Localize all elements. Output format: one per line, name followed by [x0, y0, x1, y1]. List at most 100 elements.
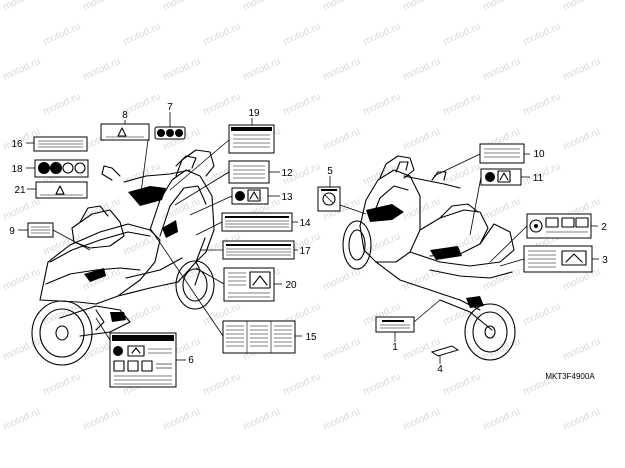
rear-rim-right: [472, 311, 508, 353]
watermark-text: motod.ru: [282, 371, 322, 398]
watermark-text: motod.ru: [242, 56, 282, 83]
watermark-text: motod.ru: [42, 371, 82, 398]
watermark-text: motod.ru: [202, 91, 242, 118]
leg-shield: [159, 185, 207, 237]
label-16: [33, 136, 88, 152]
watermark-text: motod.ru: [442, 91, 482, 118]
callout-13: 13: [281, 192, 293, 203]
watermark-text: motod.ru: [242, 0, 282, 13]
watermark-text: motod.ru: [402, 56, 442, 83]
callout-3: 3: [602, 255, 608, 266]
callout-14: 14: [299, 218, 311, 229]
label-6: [109, 332, 177, 388]
label-1: [375, 316, 415, 333]
watermark-text: motod.ru: [2, 266, 42, 293]
watermark-text: motod.ru: [242, 406, 282, 433]
watermark-text: motod.ru: [442, 161, 482, 188]
label-3: [523, 245, 593, 273]
watermark-text: motod.ru: [322, 126, 362, 153]
watermark-text: motod.ru: [322, 266, 362, 293]
watermark-text: motod.ru: [362, 21, 402, 48]
scooter-left-view: [31, 149, 215, 366]
side-cover-line-2: [45, 267, 141, 285]
callout-9: 9: [9, 226, 15, 237]
watermark-text: motod.ru: [442, 21, 482, 48]
watermark-text: motod.ru: [562, 336, 602, 363]
callout-8: 8: [122, 110, 128, 121]
callout-20: 20: [285, 280, 297, 291]
side-cover-line: [49, 231, 151, 263]
callout-18: 18: [11, 164, 23, 175]
watermark-text: motod.ru: [2, 0, 42, 13]
body-shade: [162, 220, 178, 238]
label-15: [222, 320, 296, 354]
watermark-text: motod.ru: [82, 406, 122, 433]
watermark-text: motod.ru: [162, 196, 202, 223]
watermark-text: motod.ru: [162, 266, 202, 293]
watermark-text: motod.ru: [402, 0, 442, 13]
watermark-text: motod.ru: [402, 336, 442, 363]
engine-shade: [110, 312, 126, 322]
callout-15: 15: [305, 332, 317, 343]
watermark-text: motod.ru: [482, 0, 522, 13]
watermark-text: motod.ru: [562, 0, 602, 13]
floor-line: [125, 257, 183, 279]
watermark-text: motod.ru: [522, 21, 562, 48]
dashboard-shade: [128, 186, 166, 206]
callout-17: 17: [299, 246, 311, 257]
watermark-text: motod.ru: [522, 91, 562, 118]
engine-detail: [95, 309, 105, 331]
watermark-text: motod.ru: [2, 196, 42, 223]
dash-shade-right: [366, 204, 404, 222]
rear-hub: [55, 325, 69, 341]
watermark-text: motod.ru: [522, 301, 562, 328]
windscreen-right: [379, 155, 415, 179]
watermark-text: motod.ru: [282, 91, 322, 118]
front-wheel-right: [342, 220, 372, 270]
watermark-text: motod.ru: [362, 371, 402, 398]
callout-12: 12: [281, 168, 293, 179]
watermark-text: motod.ru: [2, 56, 42, 83]
callout-1: 1: [392, 342, 398, 353]
callout-11: 11: [533, 173, 544, 184]
rear-body: [39, 223, 161, 305]
label-17: [222, 240, 295, 260]
callout-16: 16: [11, 139, 23, 150]
front-rim: [182, 268, 208, 302]
watermark-text: motod.ru: [2, 406, 42, 433]
front-rim-right: [348, 229, 366, 261]
windscreen: [175, 149, 215, 177]
label-9: [27, 222, 54, 238]
watermark-text: motod.ru: [122, 21, 162, 48]
watermark-text: motod.ru: [402, 196, 442, 223]
scooter-right-view: [342, 155, 516, 361]
watermark-text: motod.ru: [202, 21, 242, 48]
floorboard: [117, 237, 206, 297]
callout-2: 2: [601, 222, 607, 233]
leader-lines: [18, 112, 599, 364]
floorboard-right: [375, 261, 481, 311]
engine-shade-right: [466, 296, 484, 308]
watermark-text: motod.ru: [402, 126, 442, 153]
front-body-right: [359, 169, 421, 263]
label-14: [221, 212, 293, 232]
side-shade: [84, 268, 106, 282]
watermark-text: motod.ru: [82, 56, 122, 83]
watermark-text: motod.ru: [162, 406, 202, 433]
watermark-text: motod.ru: [482, 56, 522, 83]
label-5: [317, 186, 341, 212]
watermark-text: motod.ru: [162, 56, 202, 83]
watermark-text: motod.ru: [322, 336, 362, 363]
watermark-text: motod.ru: [482, 196, 522, 223]
callout-21: 21: [14, 185, 26, 196]
watermark-text: motod.ru: [562, 126, 602, 153]
label-12: [228, 160, 270, 184]
handlebar: [123, 169, 191, 183]
rear-hub-right: [484, 325, 496, 339]
label-8: [100, 123, 150, 141]
label-13: [231, 187, 269, 205]
callout-6: 6: [188, 355, 194, 366]
